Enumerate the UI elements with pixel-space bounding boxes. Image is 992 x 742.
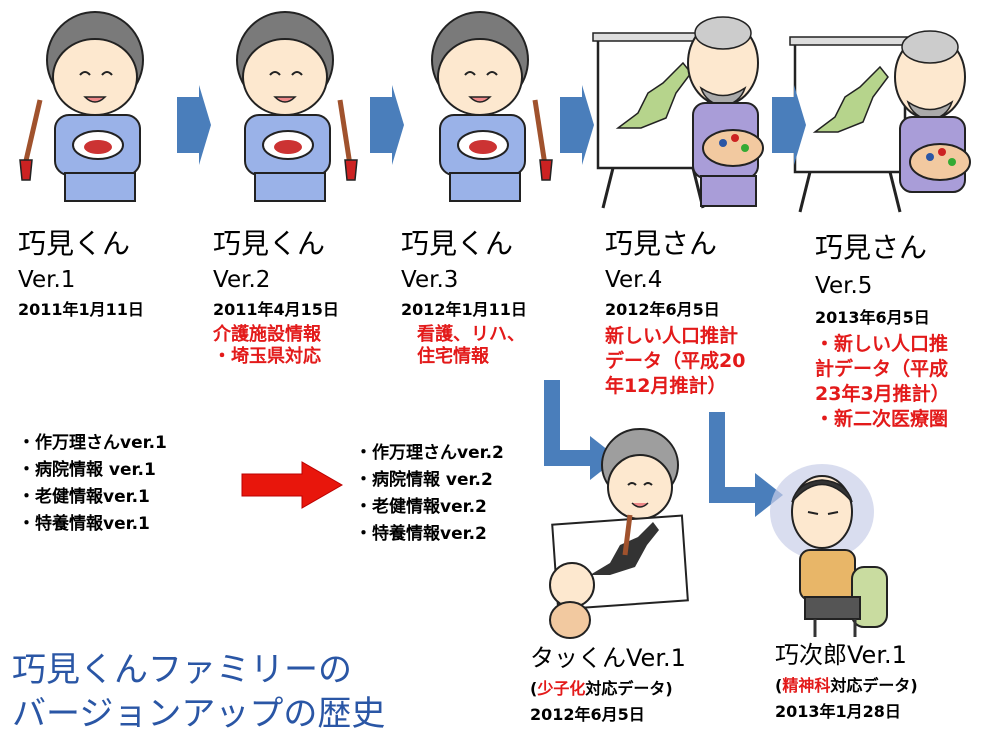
stage-date: 2012年6月5日 — [605, 300, 720, 319]
stage-note: 介護施設情報 — [213, 324, 321, 345]
arrow-right-icon — [370, 85, 404, 165]
bent-arrow-to-tack-icon — [544, 380, 618, 480]
stage-date: 2011年1月11日 — [18, 300, 144, 319]
boy-illustration-ver2 — [236, 11, 358, 202]
stage-date: 2013年6月5日 — [815, 308, 930, 327]
arrow-right-icon — [177, 85, 211, 165]
bent-arrow-to-kojiro-icon — [709, 412, 783, 517]
page-title: 巧見くんファミリーの バージョンアップの歴史 — [12, 648, 385, 736]
data-list-v1: ・作万理さんver.1 ・病院情報 ver.1 ・老健情報ver.1 ・特養情報… — [18, 430, 167, 538]
tack-note: (少子化対応データ) — [530, 679, 673, 698]
stage-note: 看護、リハ、 — [417, 324, 525, 345]
stage-name: 巧見さん — [605, 227, 718, 260]
tack-date: 2012年6月5日 — [530, 705, 645, 724]
stage-note: 住宅情報 — [417, 346, 489, 367]
stage-ver2: 巧見くん Ver.2 2011年4月15日 介護施設情報 ・埼玉県対応 — [213, 228, 339, 368]
stage-date: 2012年1月11日 — [401, 300, 527, 319]
stage-ver3: 巧見くん Ver.3 2012年1月11日 看護、リハ、 住宅情報 — [401, 228, 527, 368]
stage-note: 新しい人口推計 — [605, 325, 739, 347]
stage-version: Ver.3 — [401, 267, 459, 293]
kojiro-date: 2013年1月28日 — [775, 702, 901, 721]
kojiro-stage: 巧次郎Ver.1 (精神科対応データ) 2013年1月28日 — [775, 640, 918, 722]
list-item: ・老健情報ver.2 — [355, 497, 487, 517]
boy-illustration-ver1 — [19, 11, 144, 202]
stage-note: 計データ（平成 — [815, 358, 949, 380]
stage-note: ・新二次医療圏 — [815, 408, 949, 430]
list-item: ・作万理さんver.2 — [355, 443, 504, 463]
stage-note: 年12月推計） — [605, 375, 727, 397]
stage-version: Ver.5 — [815, 273, 873, 299]
title-line-1: 巧見くんファミリーの — [12, 650, 352, 690]
arrow-right-icon — [560, 85, 594, 165]
kojiro-note: (精神科対応データ) — [775, 676, 918, 695]
list-item: ・作万理さんver.1 — [18, 433, 167, 453]
stage-note: データ（平成20 — [605, 350, 746, 372]
stage-name: 巧見くん — [213, 227, 326, 260]
grandmother-baby-illustration — [549, 428, 689, 639]
stage-name: 巧見くん — [401, 227, 514, 260]
stage-name: 巧見さん — [815, 231, 928, 264]
arrow-right-icon — [772, 85, 806, 165]
list-item: ・老健情報ver.1 — [18, 487, 150, 507]
stage-version: Ver.2 — [213, 267, 271, 293]
tack-stage: タッくんVer.1 (少子化対応データ) 2012年6月5日 — [530, 643, 686, 725]
list-item: ・病院情報 ver.2 — [355, 470, 493, 490]
elder-painter-illustration-ver4 — [592, 16, 764, 209]
kojiro-name: 巧次郎Ver.1 — [775, 641, 907, 669]
data-list-v2: ・作万理さんver.2 ・病院情報 ver.2 ・老健情報ver.2 ・特養情報… — [355, 440, 504, 548]
red-arrow-right-icon — [241, 461, 344, 509]
list-item: ・病院情報 ver.1 — [18, 460, 156, 480]
stage-ver4: 巧見さん Ver.4 2012年6月5日 新しい人口推計 データ（平成20 年1… — [605, 228, 745, 399]
list-item: ・特養情報ver.1 — [18, 514, 150, 534]
stage-ver5: 巧見さん Ver.5 2013年6月5日 ・新しい人口推 計データ（平成 23年… — [815, 232, 950, 432]
stage-date: 2011年4月15日 — [213, 300, 339, 319]
list-item: ・特養情報ver.2 — [355, 524, 487, 544]
stage-version: Ver.4 — [605, 267, 663, 293]
elder-painter-illustration-ver5 — [789, 30, 971, 213]
stage-ver1: 巧見くん Ver.1 2011年1月11日 — [18, 228, 144, 320]
stage-note: ・新しい人口推 — [815, 333, 949, 355]
young-man-illustration — [770, 464, 888, 637]
boy-illustration-ver3 — [431, 11, 553, 202]
stage-name: 巧見くん — [18, 227, 131, 260]
stage-note: 23年3月推計） — [815, 383, 950, 405]
title-line-2: バージョンアップの歴史 — [12, 694, 386, 734]
stage-note: ・埼玉県対応 — [213, 346, 321, 367]
stage-version: Ver.1 — [18, 267, 76, 293]
tack-name: タッくんVer.1 — [530, 644, 686, 672]
